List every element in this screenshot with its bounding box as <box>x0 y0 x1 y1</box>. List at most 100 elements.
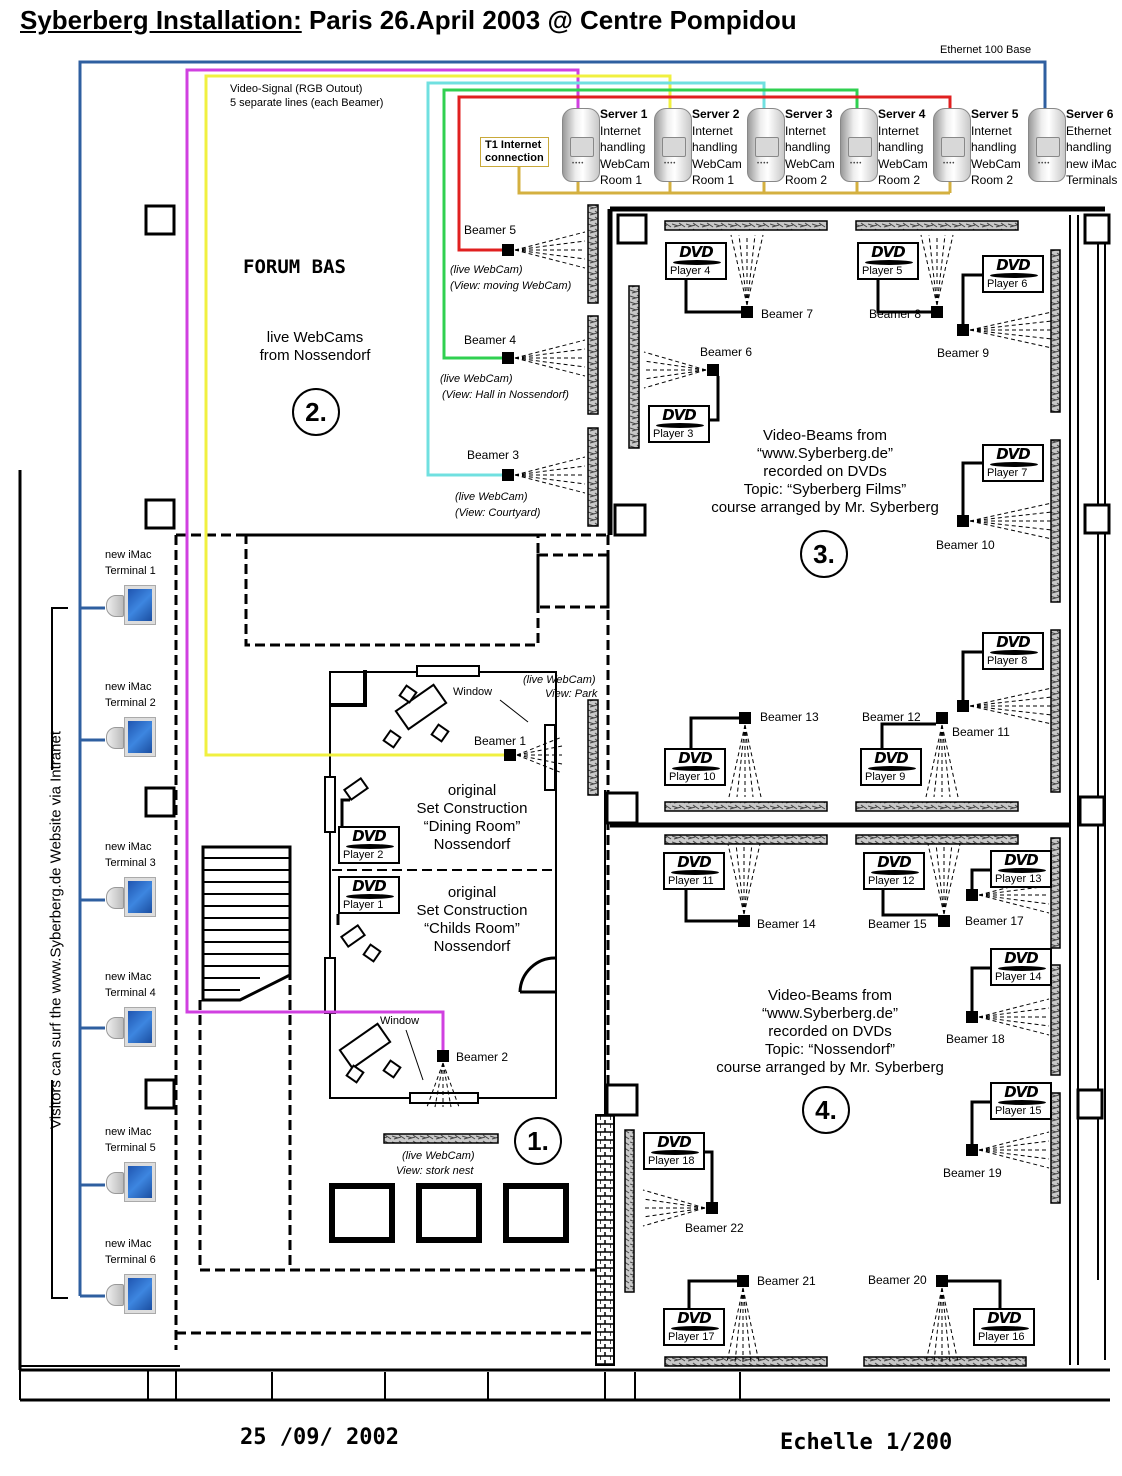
server-role-line: Room 1 <box>600 173 643 187</box>
window-label-2: Window <box>380 1015 420 1027</box>
imac-terminal-1-icon[interactable] <box>106 585 158 627</box>
beamer-19-icon <box>966 1144 978 1156</box>
projection-beam <box>514 456 586 476</box>
text-line: Set Construction <box>416 902 528 919</box>
beamer-7-icon <box>741 306 753 318</box>
beamer-9-icon <box>957 324 969 336</box>
projection-beam <box>936 234 946 306</box>
beamer-label-room3-3: Beamer 9 <box>937 346 990 360</box>
projection-beam <box>969 520 1053 540</box>
terminal-label-line: new iMac <box>105 1126 152 1138</box>
imac-terminal-6-icon[interactable] <box>106 1274 158 1316</box>
beamer-14-icon <box>738 915 750 927</box>
zone-1-marker: 1. <box>514 1117 562 1165</box>
red-video-cable <box>457 95 952 252</box>
projection-beam <box>514 474 586 494</box>
dvd-player-label: Player 3 <box>653 428 694 440</box>
av-cable <box>970 868 990 889</box>
imac-terminal-5-icon[interactable] <box>106 1162 158 1204</box>
terminal-branches <box>80 606 105 1298</box>
text-line: original <box>447 884 497 901</box>
dvd-logo-icon: DVD <box>352 827 387 845</box>
dvd-player-label: Player 12 <box>868 875 915 887</box>
zone-2-marker: 2. <box>292 388 340 436</box>
terminal-label-line: Terminal 3 <box>105 857 156 869</box>
terminal-label-line: Terminal 1 <box>105 565 156 577</box>
beamer-label-room4-3: Beamer 17 <box>965 914 1024 928</box>
text-line: “www.Syberberg.de” <box>762 1005 898 1022</box>
terminal-label-line: Terminal 2 <box>105 697 156 709</box>
beamer-12-icon <box>936 712 948 724</box>
server-role-line: WebCam <box>692 156 742 171</box>
projection-beam <box>978 1131 1050 1151</box>
text-line: original <box>447 782 497 799</box>
disc-icon <box>651 1150 699 1155</box>
disc-icon <box>990 462 1038 467</box>
imac-terminal-2-icon[interactable] <box>106 717 158 759</box>
dvd-logo-icon: DVD <box>662 406 697 424</box>
projection-beam <box>514 240 586 251</box>
projection-beam <box>978 1007 1050 1018</box>
beamer-5-icon <box>502 244 514 256</box>
projection-beam <box>516 754 563 774</box>
beamer-3-note-2: (View: Courtyard) <box>455 507 541 519</box>
disc-icon <box>671 1326 719 1331</box>
chair-icon <box>382 1059 402 1079</box>
dvd-player-label: Player 15 <box>995 1105 1042 1117</box>
projection-beam <box>730 234 748 306</box>
projection-beam <box>933 1287 943 1363</box>
tv-icon <box>339 923 367 949</box>
server-role-line: handling <box>971 140 1017 154</box>
forum-desc-1: live WebCams <box>266 329 364 346</box>
dvd-player-label: Player 16 <box>978 1331 1025 1343</box>
projection-beam <box>742 1287 752 1363</box>
disc-icon <box>346 894 394 899</box>
projection-beam <box>744 724 754 798</box>
dvd-logo-icon: DVD <box>871 243 906 261</box>
zone-3-marker: 3. <box>800 530 848 578</box>
av-cable <box>689 716 739 748</box>
projection-beam <box>514 249 586 260</box>
projection-beam <box>426 1062 444 1108</box>
disc-icon <box>672 766 720 771</box>
projection-beam <box>442 1062 452 1108</box>
visitors-bracket <box>51 607 68 1299</box>
dvd-logo-icon: DVD <box>677 853 712 871</box>
text-line: “Dining Room” <box>423 818 521 835</box>
server-role-line: Internet <box>785 123 826 138</box>
projection-beam <box>941 724 959 798</box>
projection-beam <box>936 234 954 306</box>
dvd-player-label: Player 9 <box>865 771 906 783</box>
disc-icon <box>871 870 919 875</box>
projection-beam <box>928 234 938 306</box>
terminal-label-line: Terminal 4 <box>105 987 156 999</box>
projection-beam <box>514 465 586 476</box>
imac-terminal-3-icon[interactable] <box>106 877 158 919</box>
projection-beam <box>734 1287 744 1363</box>
server-role-line: Room 2 <box>971 173 1014 187</box>
text-line: Set Construction <box>416 800 528 817</box>
imac-terminal-4-icon[interactable] <box>106 1007 158 1049</box>
forum-desc-2: from Nossendorf <box>259 347 371 364</box>
beamer-label-room3-8: Beamer 12 <box>862 710 921 724</box>
beamer-1-note-2: View: Park <box>545 688 598 700</box>
text-line: “Childs Room” <box>424 920 520 937</box>
projection-beam <box>969 705 1053 716</box>
server-role-line: Internet <box>600 123 641 138</box>
dvd-logo-icon: DVD <box>679 243 714 261</box>
projection-beam <box>728 724 746 798</box>
pillars <box>144 204 1111 1120</box>
server-role-line: Ethernet <box>1066 123 1112 138</box>
av-cable <box>880 722 936 748</box>
title-venue: Syberberg Installation: <box>20 5 302 35</box>
